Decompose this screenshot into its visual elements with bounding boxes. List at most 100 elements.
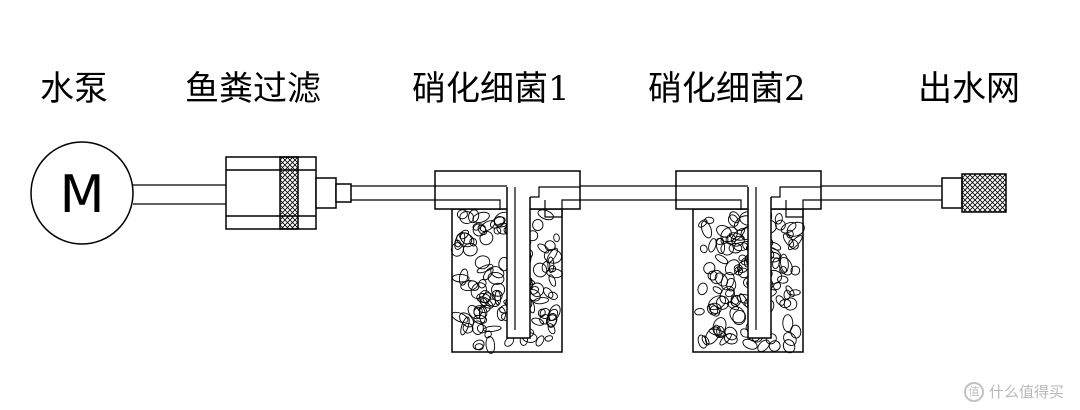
bacteria-tanks [434, 170, 822, 354]
gravel-stone [474, 343, 484, 351]
gravel-stone [774, 213, 783, 225]
gravel-stone [460, 280, 478, 292]
filter-outlet-fitting [335, 183, 352, 203]
label-filter: 鱼粪过滤 [185, 69, 321, 109]
gravel-stone [728, 242, 743, 254]
watermark-logo-icon: 值 [963, 381, 984, 402]
gravel-stone [537, 209, 554, 221]
gravel-stone [473, 314, 488, 325]
gravel-stone [777, 275, 789, 284]
gravel-stone [788, 235, 803, 251]
gravel-stone [709, 305, 721, 317]
gravel-stone [706, 303, 719, 316]
gravel-stone [496, 306, 506, 321]
gravel-stone [728, 232, 745, 241]
gravel-stone [490, 216, 506, 229]
gravel-stone [724, 259, 741, 276]
gravel-stone [532, 218, 544, 232]
bacteria-tank-1 [434, 170, 581, 354]
gravel-stone [548, 265, 557, 273]
tank-inlet-fitting [435, 185, 507, 210]
gravel-stone [715, 237, 725, 245]
label-outlet: 出水网 [918, 69, 1020, 109]
watermark-text: 什么值得买 [988, 383, 1064, 401]
gravel-stone [707, 270, 718, 281]
gravel-stone [719, 333, 732, 346]
gravel-stone [493, 226, 502, 235]
gravel-stone [785, 285, 795, 298]
tank-downpipe [506, 187, 531, 339]
gravel-stone [773, 281, 782, 291]
gravel-stone [700, 220, 713, 239]
gravel-stone [456, 209, 468, 220]
gravel-stone [768, 340, 781, 352]
label-bacteria2: 硝化细菌2 [648, 69, 806, 109]
gravel-stone [469, 237, 478, 247]
gravel-stone [757, 339, 770, 353]
gravel-stone [535, 335, 545, 347]
gravel-stone [716, 325, 725, 338]
motor-circle [30, 141, 134, 245]
filter-mesh [279, 156, 299, 230]
gravel-stone [548, 304, 561, 321]
gravel-stone [467, 280, 480, 291]
gravel-stone [472, 211, 490, 223]
gravel-stone [547, 256, 555, 273]
gravel-stone [548, 291, 558, 300]
filter-outlet-nozzle [315, 177, 337, 209]
tank-inlet-fitting [676, 185, 748, 210]
gravel-stone [483, 267, 494, 281]
gravel-stone [477, 224, 487, 236]
gravel-stone [491, 289, 503, 302]
watermark: 值 什么值得买 [963, 381, 1064, 402]
gravel-stone [708, 238, 717, 253]
outlet-mesh [941, 173, 1007, 213]
gravel-stone [470, 282, 487, 299]
gravel-stone [719, 285, 735, 305]
gravel-stone [782, 233, 795, 248]
gravel-stone [471, 320, 484, 335]
gravel-stone [712, 317, 727, 336]
gravel-stone [544, 335, 554, 342]
gravel-stone [775, 219, 786, 231]
gravel-stone [553, 233, 560, 243]
tank-downpipe [747, 187, 772, 339]
gravel-stone [458, 268, 469, 286]
bacteria-tank-2 [675, 170, 822, 354]
tank-outlet-fitting [771, 186, 821, 218]
motor-letter: M [60, 165, 105, 225]
tank-outlet-fitting [530, 186, 580, 218]
gravel-stone [705, 326, 720, 345]
gravel-stone [697, 334, 708, 349]
gravel-stone [720, 242, 734, 256]
gravel-stone [482, 325, 502, 332]
outlet-screen [961, 173, 1007, 213]
gravel-stone [780, 221, 797, 234]
gravel-stone [539, 307, 551, 320]
gravel-stone [459, 229, 470, 240]
gravel-stone [739, 293, 749, 307]
gravel-stone [789, 289, 801, 296]
gravel-stone [782, 314, 794, 333]
gravel-stone [712, 286, 723, 295]
gravel-stone [732, 309, 746, 326]
gravel-stone [548, 274, 557, 287]
gravel-stone [473, 307, 483, 317]
gravel-stone [724, 326, 738, 341]
gravel-stone [716, 295, 730, 310]
label-pump: 水泵 [40, 69, 108, 109]
gravel-stone [474, 255, 491, 270]
gravel-stone [779, 298, 792, 309]
gravel-stone [472, 339, 485, 350]
gravel-stone [532, 262, 548, 278]
gravel-stone [468, 209, 480, 224]
gravel-stone [485, 335, 496, 354]
gravel-stone [544, 240, 556, 252]
gravel-stone [790, 265, 801, 276]
gravel-stone [472, 223, 487, 237]
gravel-stone [738, 254, 747, 262]
gravel-stone [779, 266, 787, 274]
gravel-stone [482, 292, 496, 307]
gravel-stone [703, 262, 716, 275]
